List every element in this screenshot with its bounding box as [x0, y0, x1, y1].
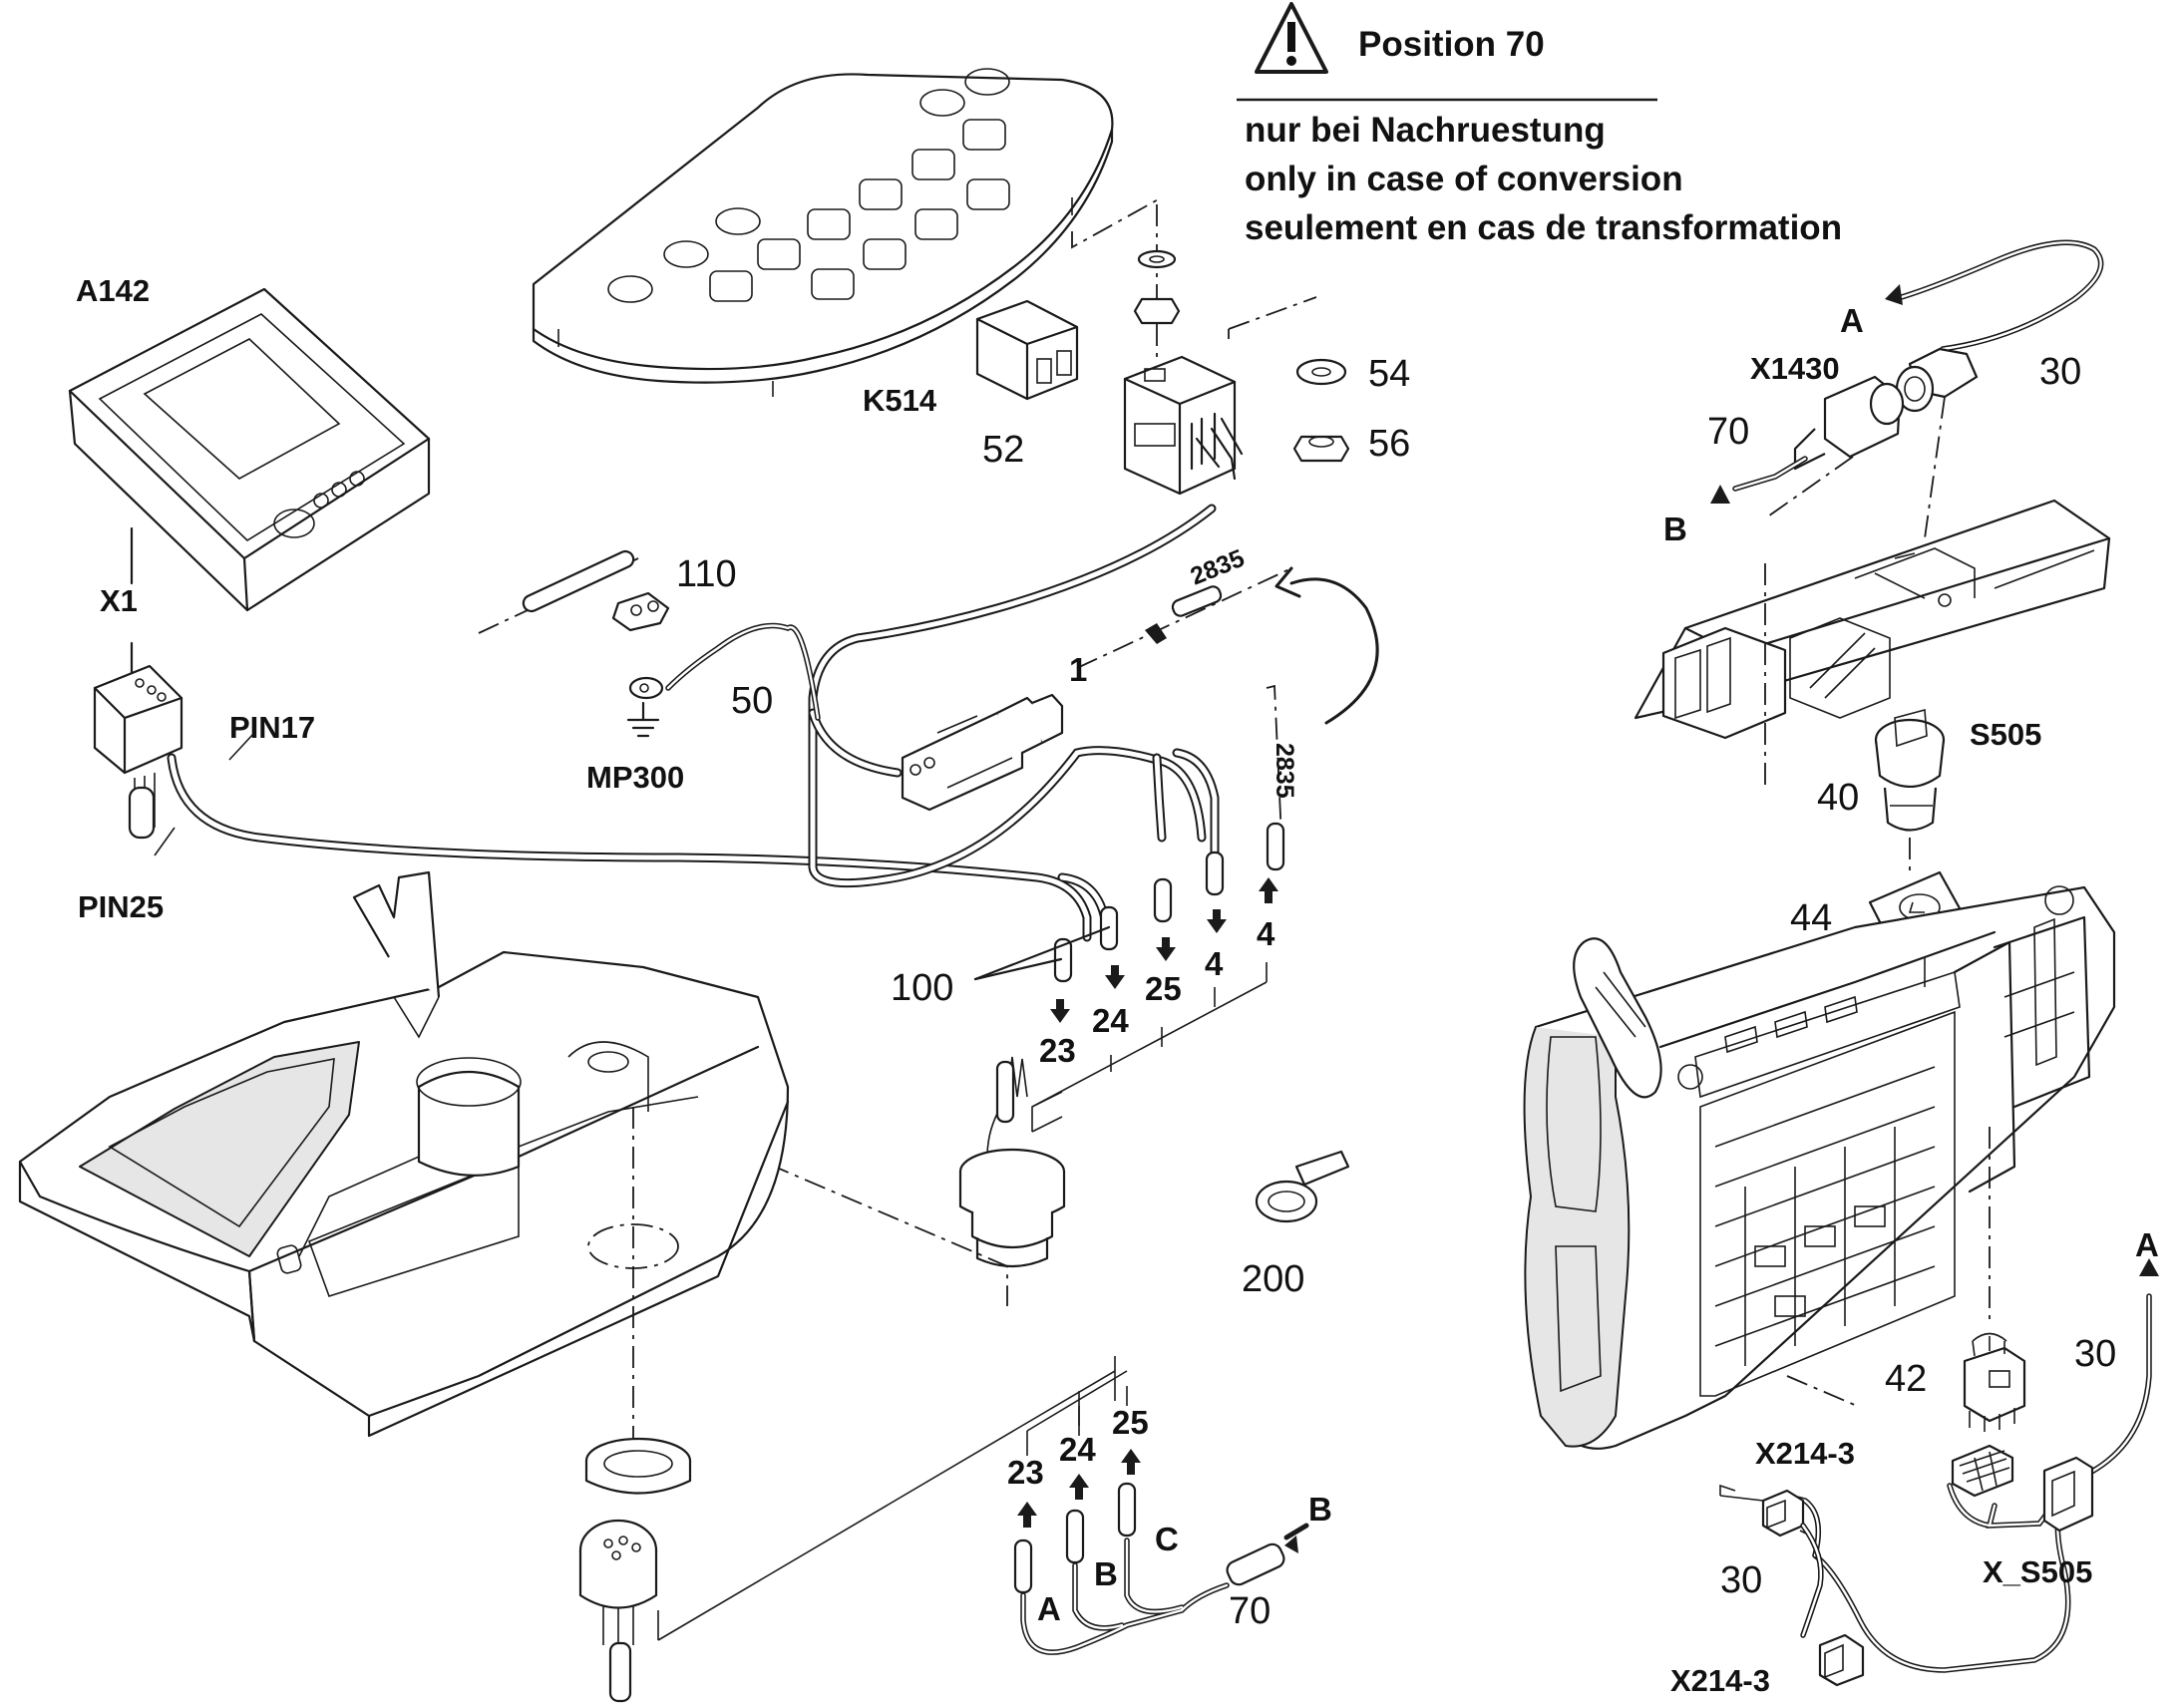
- console-assembly: [1523, 885, 2116, 1450]
- label-length-side: 2835: [1271, 743, 1298, 799]
- pin-sleeves-bottom: [1013, 1449, 1141, 1594]
- connector-x1: [93, 664, 183, 840]
- label-pin-23-bottom: 23: [1007, 1454, 1044, 1491]
- nut-56: [1292, 435, 1350, 463]
- control-box: [1634, 499, 2111, 740]
- keypad-panel: [532, 68, 1114, 397]
- label-pin-25-mid: 25: [1145, 970, 1182, 1007]
- label-a142: A142: [76, 273, 150, 308]
- label-s505: S505: [1970, 717, 2041, 752]
- warning-line-en: only in case of conversion: [1245, 160, 1683, 198]
- pin-arrows-middle: [1050, 877, 1278, 1023]
- cable-tie-110: [611, 591, 670, 632]
- label-pin-24-mid: 24: [1092, 1002, 1129, 1039]
- washer-54: [1295, 358, 1347, 386]
- armrest-console-housing: [18, 870, 790, 1438]
- label-pos-30-bottom: 30: [1720, 1559, 1762, 1601]
- label-wire-b-bottom: B: [1094, 1555, 1118, 1592]
- round-connector-upper: [958, 1056, 1066, 1268]
- label-pos-42: 42: [1885, 1358, 1927, 1400]
- connector-x-s505: [1951, 1444, 2094, 1533]
- label-pin-25-bottom: 25: [1112, 1404, 1149, 1441]
- label-pin-23-mid: 23: [1039, 1032, 1076, 1069]
- label-pos-54: 54: [1368, 353, 1410, 395]
- washer-and-nut-stack: [1133, 249, 1181, 325]
- connector-x1430: [1793, 347, 1979, 471]
- harness-plug-connector: [901, 693, 1064, 812]
- label-wire-a-top: A: [1840, 302, 1864, 339]
- label-x1: X1: [100, 583, 138, 618]
- label-pin17: PIN17: [229, 710, 315, 745]
- label-pos-44: 44: [1790, 897, 1832, 939]
- label-wire-a-right: A: [2135, 1226, 2159, 1263]
- warning-line-fr: seulement en cas de transformation: [1245, 208, 1842, 247]
- label-k514: K514: [863, 383, 937, 418]
- round-connector-lower: [578, 1437, 692, 1703]
- label-x1430: X1430: [1750, 351, 1840, 386]
- label-wire-b-plug: B: [1308, 1491, 1332, 1528]
- label-pin-24-bottom: 24: [1059, 1431, 1096, 1468]
- switch-s505: [1874, 708, 1946, 832]
- label-pos-1: 1: [1069, 651, 1087, 688]
- label-pos-70-bottom: 70: [1229, 1590, 1271, 1632]
- label-pos-52: 52: [982, 429, 1024, 471]
- connector-x214-3-lower: [1818, 1633, 1865, 1687]
- label-pos-30-right: 30: [2074, 1333, 2116, 1375]
- pin-sleeves-middle: [973, 851, 1225, 983]
- label-wire-b-top: B: [1663, 511, 1687, 547]
- label-pin25: PIN25: [78, 889, 164, 924]
- label-pos-56: 56: [1368, 423, 1410, 465]
- warning-note: Position 70 nur bei Nachruestung only in…: [1237, 2, 1842, 247]
- display-unit-a142: [68, 287, 431, 612]
- label-pin-4-b: 4: [1257, 915, 1275, 952]
- labels: A142 X1 PIN17 PIN25 K514 52 54 56 110 50…: [76, 273, 2159, 1698]
- label-pos-100: 100: [891, 967, 953, 1009]
- relay-k514: [975, 296, 1317, 496]
- label-pos-110: 110: [676, 553, 737, 595]
- label-mp300: MP300: [586, 760, 684, 795]
- warning-triangle-icon: [1255, 2, 1328, 74]
- ground-terminal-mp300: [626, 676, 664, 738]
- label-pos-40: 40: [1817, 777, 1859, 819]
- label-pin-4-a: 4: [1205, 945, 1224, 982]
- label-length-top: 2835: [1187, 544, 1249, 591]
- label-x214-3-top: X214-3: [1755, 1436, 1855, 1471]
- label-pos-50: 50: [731, 680, 773, 722]
- label-pos-70-top: 70: [1707, 411, 1749, 453]
- connector-x214-3-upper: [1761, 1489, 1805, 1537]
- label-wire-a-bottom: A: [1037, 1590, 1061, 1627]
- switch-element-42: [1963, 1332, 2026, 1432]
- warning-title: Position 70: [1358, 25, 1545, 64]
- label-pos-30-top: 30: [2039, 351, 2081, 393]
- cable-tie-200: [1255, 1150, 1350, 1223]
- warning-line-de: nur bei Nachruestung: [1245, 111, 1606, 150]
- label-x-s505: X_S505: [1983, 1554, 2092, 1589]
- label-wire-c-bottom: C: [1155, 1521, 1179, 1557]
- label-x214-3-bottom: X214-3: [1670, 1663, 1770, 1698]
- label-pos-200: 200: [1242, 1258, 1304, 1300]
